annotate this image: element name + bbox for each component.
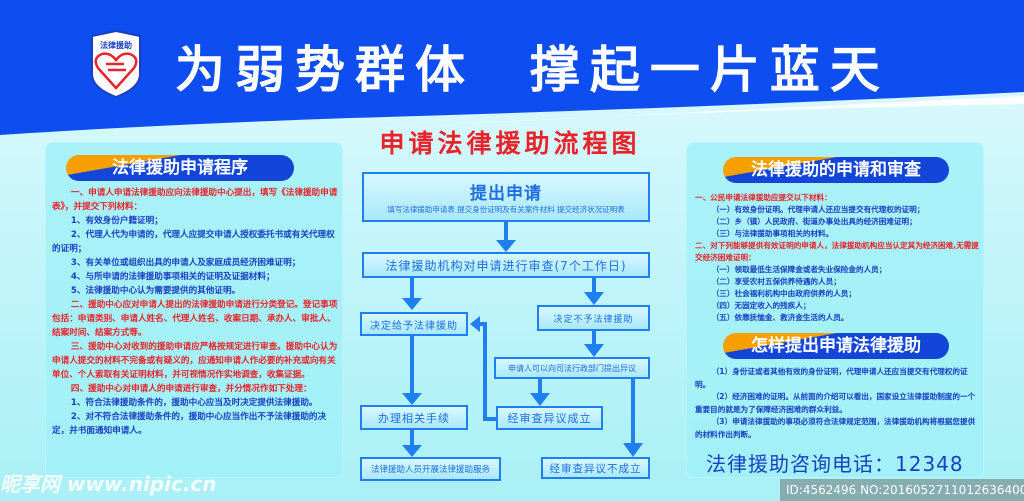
paragraph: 四、援助中心对申请人的申请进行审查，并分情况作如下处理： bbox=[70, 384, 312, 394]
right-panel-title-2: 怎样提出申请法律援助 bbox=[723, 333, 949, 359]
paragraph: （五）依靠抚恤金、救济金生活的人员。 bbox=[711, 313, 849, 322]
objection-upheld-box: 经审查异议成立 bbox=[496, 406, 603, 430]
paragraph: （2）经济困难的证明。从前面的介绍可以看出，国家设立法律援助制度的一个重要目的就… bbox=[695, 392, 976, 414]
objection-box: 申请人可以向司法行政部门提出异议 bbox=[494, 357, 650, 379]
paragraph: 二、对下列能够提供有效证明的申请人，法律援助机构应当认定其为经济困难,无需提交经… bbox=[695, 241, 979, 262]
watermark-id: ID:4562496 NO:20160527110126364000 bbox=[780, 479, 1024, 501]
paragraph: 2、对不符合法律援助条件的，援助中心应当作出不予法律援助的决定，并书面通知申请人… bbox=[52, 412, 327, 436]
objection-rejected-box: 经审查异议不成立 bbox=[541, 457, 650, 479]
paragraph: 1、有效身份户籍证明； bbox=[70, 216, 163, 226]
paragraph: 3、有关单位或组织出具的申请人及家庭成员经济困难证明； bbox=[70, 258, 301, 268]
paragraph: （二）享受农村五保供养待遇的人员； bbox=[711, 277, 841, 286]
paragraph: 二、援助中心应对申请人提出的法律援助申请进行分类登记。登记事项包括：申请类别、申… bbox=[52, 300, 338, 338]
submit-title: 提出申请 bbox=[470, 184, 542, 204]
service-box: 法律援助人员开展法律援助服务 bbox=[360, 457, 501, 481]
page-title: 为弱势群体 撑起一片蓝天 bbox=[175, 40, 890, 99]
grant-box: 决定给予法律援助 bbox=[360, 312, 468, 336]
right-panel: 法律援助的申请和审查 一、公民申请法律援助应提交以下材料： （一）有效身份证明。代… bbox=[686, 142, 984, 478]
deny-box: 决定不予法律援助 bbox=[537, 305, 650, 331]
left-panel-body: 一、申请人申请法律援助应向法律援助中心提出，填写《法律援助申请表》，并提交下列材… bbox=[52, 186, 338, 438]
paragraph: 三、援助中心对收到的援助申请应严格按规定进行审查。援助中心认为申请人提交的材料不… bbox=[52, 342, 338, 380]
procedures-box: 办理相关手续 bbox=[360, 405, 468, 430]
paragraph: （一）领取最低生活保障金或者失业保险金的人员； bbox=[711, 265, 887, 274]
right-panel-title-1: 法律援助的申请和审查 bbox=[723, 157, 949, 183]
paragraph: 2、代理人代为申请的，代理人应提交申请人授权委托书或有关代理权的证明； bbox=[52, 230, 335, 254]
paragraph: （一）有效身份证明。代理申请人还应当提交有代理权的证明； bbox=[711, 205, 925, 214]
paragraph: （三）与法律援助事项相关的材料。 bbox=[711, 229, 834, 238]
paragraph: 一、申请人申请法律援助应向法律援助中心提出，填写《法律援助申请表》，并提交下列材… bbox=[52, 188, 338, 212]
watermark-site: 昵享网 www.nipic.cn bbox=[0, 472, 217, 496]
submit-subtitle: 填写法律援助申请表 提交身份证明及有关案件材料 提交经济状况证明表 bbox=[387, 205, 625, 214]
paragraph: （三）社会福利机构中由政府供养的人员； bbox=[711, 289, 856, 298]
paragraph: 4、与所申请的法律援助事项相关的证明及证据材料； bbox=[70, 272, 275, 282]
paragraph: （3）申请法律援助的事项必须符合法律规定范围，法律援助机构将根据您提供的材料作出… bbox=[695, 417, 976, 439]
logo-text: 法律援助 bbox=[100, 41, 132, 50]
left-panel-title: 法律援助申请程序 bbox=[66, 155, 294, 181]
right-panel-body-2: （1）身份证或者其他有效的身份证明，代理申请人还应当提交有代理权的证明。 （2）经… bbox=[695, 366, 979, 441]
consult-phone: 法律援助咨询电话：12348 bbox=[706, 452, 964, 476]
legal-aid-logo bbox=[91, 30, 141, 98]
review-box: 法律援助机构对申请进行审查(7个工作日) bbox=[362, 252, 650, 278]
left-panel: 法律援助申请程序 一、申请人申请法律援助应向法律援助中心提出，填写《法律援助申请… bbox=[45, 142, 343, 478]
paragraph: 1、符合法律援助条件的，援助中心应当及时决定提供法律援助。 bbox=[70, 398, 318, 408]
flowchart-title: 申请法律援助流程图 bbox=[379, 129, 641, 158]
paragraph: （二）乡（镇）人民政府、街道办事处出具的经济困难证明； bbox=[711, 217, 917, 226]
paragraph: 一、公民申请法律援助应提交以下材料： bbox=[695, 193, 832, 202]
paragraph: （四）无固定收入的残疾人； bbox=[711, 301, 811, 310]
right-panel-body-1: 一、公民申请法律援助应提交以下材料： （一）有效身份证明。代理申请人还应当提交有代… bbox=[695, 192, 979, 324]
submit-application-box: 提出申请 填写法律援助申请表 提交身份证明及有关案件材料 提交经济状况证明表 bbox=[362, 172, 650, 222]
paragraph: 5、法律援助中心认为需要提供的其他证明。 bbox=[70, 286, 241, 296]
paragraph: （1）身份证或者其他有效的身份证明，代理申请人还应当提交有代理权的证明。 bbox=[695, 367, 968, 389]
header-banner bbox=[0, 0, 1024, 135]
